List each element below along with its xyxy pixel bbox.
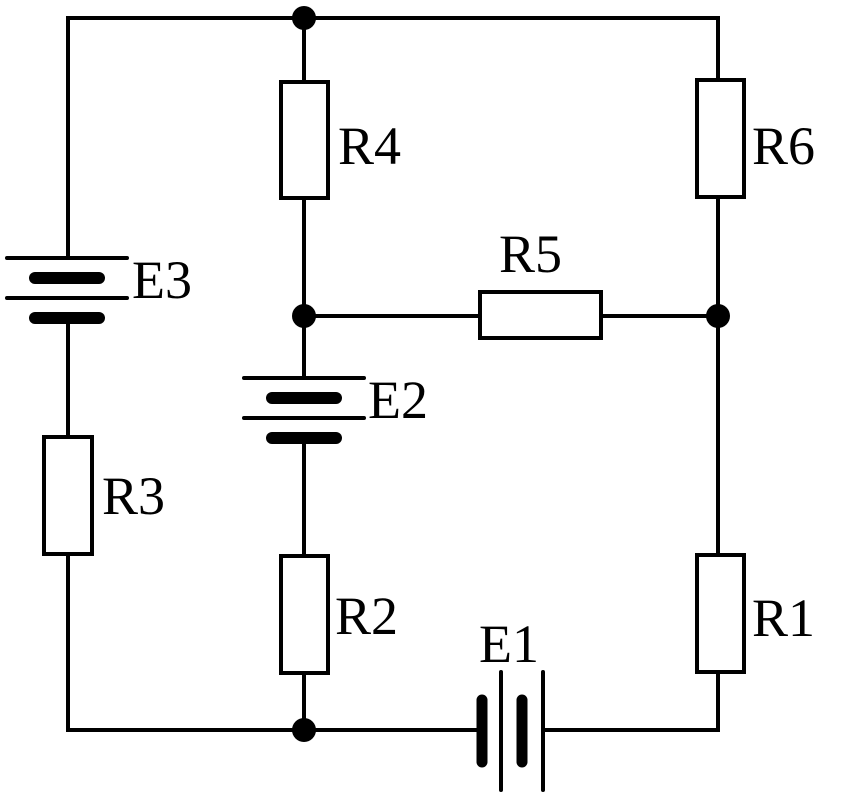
junctions: [292, 6, 730, 742]
resistor-r5: [478, 290, 603, 340]
label-r5: R5: [499, 224, 562, 284]
battery-e1: [476, 670, 545, 792]
junction-middle-right: [706, 304, 730, 328]
battery-e2: [242, 376, 366, 444]
resistors: [42, 78, 746, 675]
labels: R4 R6 R5 E3 E2 R3 R2 R1 E1: [102, 116, 815, 674]
resistor-r2: [279, 554, 330, 675]
resistor-r3: [42, 435, 94, 556]
resistor-r4: [279, 80, 330, 200]
battery-e3: [5, 256, 129, 324]
junction-middle-left: [292, 304, 316, 328]
wires: [66, 16, 720, 732]
resistor-r1: [695, 553, 746, 674]
junction-bottom: [292, 718, 316, 742]
label-r4: R4: [338, 116, 401, 176]
label-e3: E3: [132, 250, 192, 310]
label-e2: E2: [368, 370, 428, 430]
label-r1: R1: [752, 588, 815, 648]
resistor-r6: [695, 78, 746, 199]
label-r2: R2: [335, 586, 398, 646]
label-r3: R3: [102, 466, 165, 526]
label-r6: R6: [752, 116, 815, 176]
junction-top: [292, 6, 316, 30]
label-e1: E1: [479, 614, 539, 674]
